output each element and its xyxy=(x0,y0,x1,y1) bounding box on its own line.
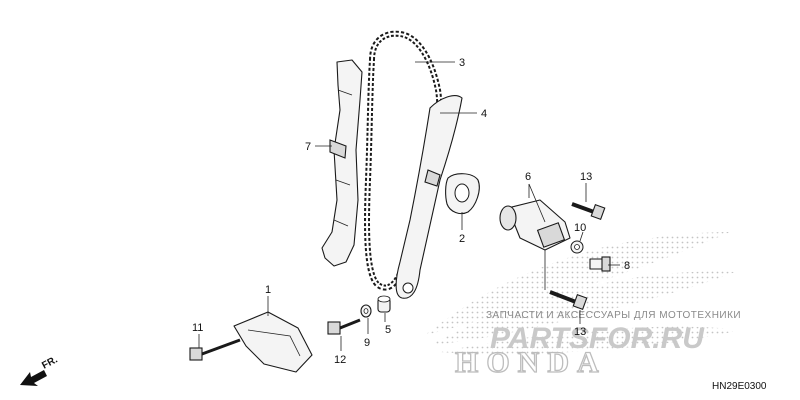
part-5-collar xyxy=(377,295,391,313)
part-8-sealing-bolt xyxy=(589,256,611,272)
leader-lines xyxy=(198,61,620,351)
watermark-brand: PARTSFOR.RU xyxy=(490,322,705,355)
callout-12: 12 xyxy=(334,354,346,366)
part-13-bolt-upper xyxy=(571,202,606,221)
callout-3: 3 xyxy=(459,57,465,69)
callout-13-lower: 13 xyxy=(574,326,586,338)
callout-6: 6 xyxy=(525,171,531,183)
callout-7: 7 xyxy=(305,141,311,153)
front-direction-label: FR. xyxy=(40,354,60,371)
part-1-lower-guide xyxy=(233,311,313,373)
callout-13-upper: 13 xyxy=(580,171,592,183)
part-12-bolt xyxy=(327,318,361,335)
callout-11: 11 xyxy=(192,322,203,334)
watermark-caption: ЗАПЧАСТИ И АКСЕССУАРЫ ДЛЯ МОТОТЕХНИКИ xyxy=(486,310,741,321)
front-arrow-icon xyxy=(20,370,47,386)
diagram-code: HN29E0300 xyxy=(712,381,767,392)
part-13-bolt-lower xyxy=(549,290,588,311)
part-2-gasket xyxy=(445,173,480,215)
callout-4: 4 xyxy=(481,108,487,120)
callout-9: 9 xyxy=(364,337,370,349)
honda-logo-word: HONDA xyxy=(455,346,607,379)
callout-1: 1 xyxy=(265,284,271,296)
part-7-chain-guide xyxy=(321,59,363,267)
part-9-washer xyxy=(360,304,372,318)
part-4-tensioner-arm xyxy=(395,95,463,299)
callout-10: 10 xyxy=(574,222,586,234)
front-direction-indicator: FR. xyxy=(20,354,60,386)
callout-8: 8 xyxy=(624,260,630,272)
callout-5: 5 xyxy=(385,324,391,336)
callout-2: 2 xyxy=(459,233,465,245)
part-6-tensioner-lifter xyxy=(499,199,571,251)
part-11-bolt xyxy=(189,338,241,361)
